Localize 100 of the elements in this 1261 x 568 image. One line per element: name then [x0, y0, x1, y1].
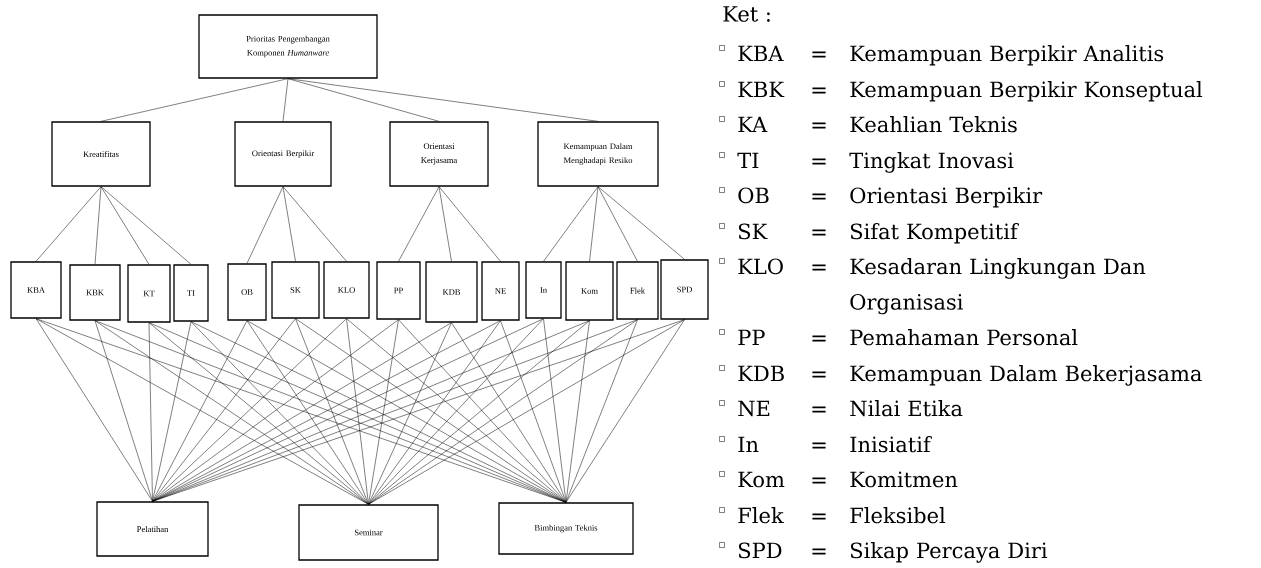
criterion-box: Orientasi Kerjasama — [389, 121, 489, 187]
connector-line — [500, 320, 567, 503]
abbreviation: TI — [737, 152, 759, 169]
connector-line — [152, 318, 296, 502]
equals-sign: = — [812, 477, 826, 484]
equals-sign: = — [812, 371, 826, 378]
subcriterion-box: KBK — [69, 264, 121, 321]
alternative-box: Pelatihan — [96, 501, 209, 557]
abbreviation: In — [738, 436, 759, 453]
abbreviation: SPD — [738, 542, 782, 559]
subcriterion-box: KBA — [10, 261, 62, 319]
alternative-box: Seminar — [298, 504, 439, 561]
criterion-box: Kemampuan Dalam Menghadapi Resiko — [537, 121, 659, 187]
definition: Kemampuan Berpikir Konseptual — [850, 81, 1203, 102]
connector-line — [565, 319, 685, 503]
connector-line — [35, 318, 369, 505]
abbreviation: KBK — [738, 81, 785, 98]
connector-line — [100, 186, 192, 265]
connector-line — [398, 186, 440, 262]
connector-line — [565, 319, 638, 503]
equals-sign: = — [812, 442, 826, 449]
subcriterion-box: SPD — [660, 259, 709, 320]
subcriterion-box: PP — [376, 261, 421, 320]
connector-line — [94, 186, 102, 265]
connector-line — [368, 322, 452, 505]
abbreviation: KA — [738, 116, 768, 133]
connector-line — [152, 320, 248, 502]
connector-line — [100, 78, 289, 122]
abbreviation: NE — [738, 400, 770, 417]
definition: Komitmen — [850, 471, 958, 488]
connector-line — [398, 319, 567, 503]
abbreviation: OB — [738, 187, 769, 204]
equals-sign: = — [812, 335, 826, 342]
connector-line — [246, 186, 284, 264]
connector-line — [543, 318, 567, 503]
definition: Sifat Kompetitif — [850, 223, 1019, 244]
connector-line — [287, 78, 599, 122]
connector-line — [597, 186, 685, 260]
equals-sign: = — [812, 548, 826, 555]
connector-line — [94, 320, 153, 502]
abbreviation: KDB — [738, 365, 784, 382]
equals-sign: = — [812, 87, 826, 94]
connector-line — [190, 321, 369, 505]
abbreviation: Flek — [738, 507, 784, 524]
alternative-box: Bimbingan Teknis — [498, 502, 634, 555]
equals-sign: = — [812, 158, 826, 165]
criterion-box: Kreatifitas — [51, 121, 151, 187]
connector-line — [35, 186, 102, 262]
equals-sign: = — [812, 264, 826, 271]
equals-sign: = — [812, 51, 826, 58]
connector-line — [597, 186, 638, 262]
legend-heading: Ket : — [723, 6, 770, 22]
connector-line — [295, 318, 369, 505]
subcriterion-box: SK — [271, 261, 320, 319]
connector-line — [438, 186, 501, 262]
abbreviation: Kom — [738, 471, 785, 488]
subcriterion-box: OB — [227, 263, 267, 321]
subcriterion-box: KLO — [323, 261, 370, 319]
equals-sign: = — [812, 122, 826, 129]
connector-line — [152, 321, 192, 502]
connector-line — [152, 319, 399, 502]
equals-sign: = — [812, 513, 826, 520]
definition: Kesadaran Lingkungan Dan Organisasi — [850, 258, 1146, 315]
connector-line — [589, 186, 599, 262]
subcriterion-box: NE — [481, 261, 520, 321]
connector-line — [368, 319, 399, 505]
definition: Pemahaman Personal — [850, 329, 1078, 346]
definition: Kemampuan Berpikir Analitis — [850, 45, 1164, 66]
definition: Tingkat Inovasi — [849, 152, 1014, 173]
connector-line — [543, 186, 599, 262]
abbreviation: KLO — [738, 258, 783, 275]
connector-line — [451, 322, 567, 503]
equals-sign: = — [812, 406, 826, 413]
definition: Keahlian Teknis — [850, 116, 1017, 133]
connector-line — [368, 320, 590, 505]
connector-line — [282, 186, 296, 262]
definition: Kemampuan Dalam Bekerjasama — [850, 365, 1202, 386]
criterion-box: Orientasi Berpikir — [234, 121, 332, 187]
subcriterion-box: Kom — [565, 261, 614, 321]
equals-sign: = — [812, 193, 826, 200]
equals-sign: = — [812, 229, 826, 236]
goal-box: Prioritas Pengembangan Komponen Humanware — [198, 14, 378, 79]
subcriterion-box: TI — [173, 264, 209, 322]
connector-line — [282, 78, 289, 122]
connector-line — [35, 318, 153, 502]
abbreviation: PP — [738, 329, 765, 346]
abbreviation: KBA — [738, 45, 784, 62]
definition: Sikap Percaya Diri — [850, 542, 1048, 563]
connector-line — [100, 186, 150, 265]
subcriterion-box: In — [525, 261, 562, 319]
connector-line — [565, 320, 590, 503]
subcriterion-box: KDB — [425, 261, 478, 323]
connector-line — [346, 318, 369, 505]
abbreviation: SK — [738, 223, 768, 240]
connector-line — [246, 320, 567, 503]
definition: Nilai Etika — [850, 400, 963, 417]
subcriterion-box: KT — [127, 264, 171, 323]
connector-line — [438, 186, 452, 262]
definition: Fleksibel — [850, 507, 946, 524]
connector-line — [368, 318, 544, 505]
